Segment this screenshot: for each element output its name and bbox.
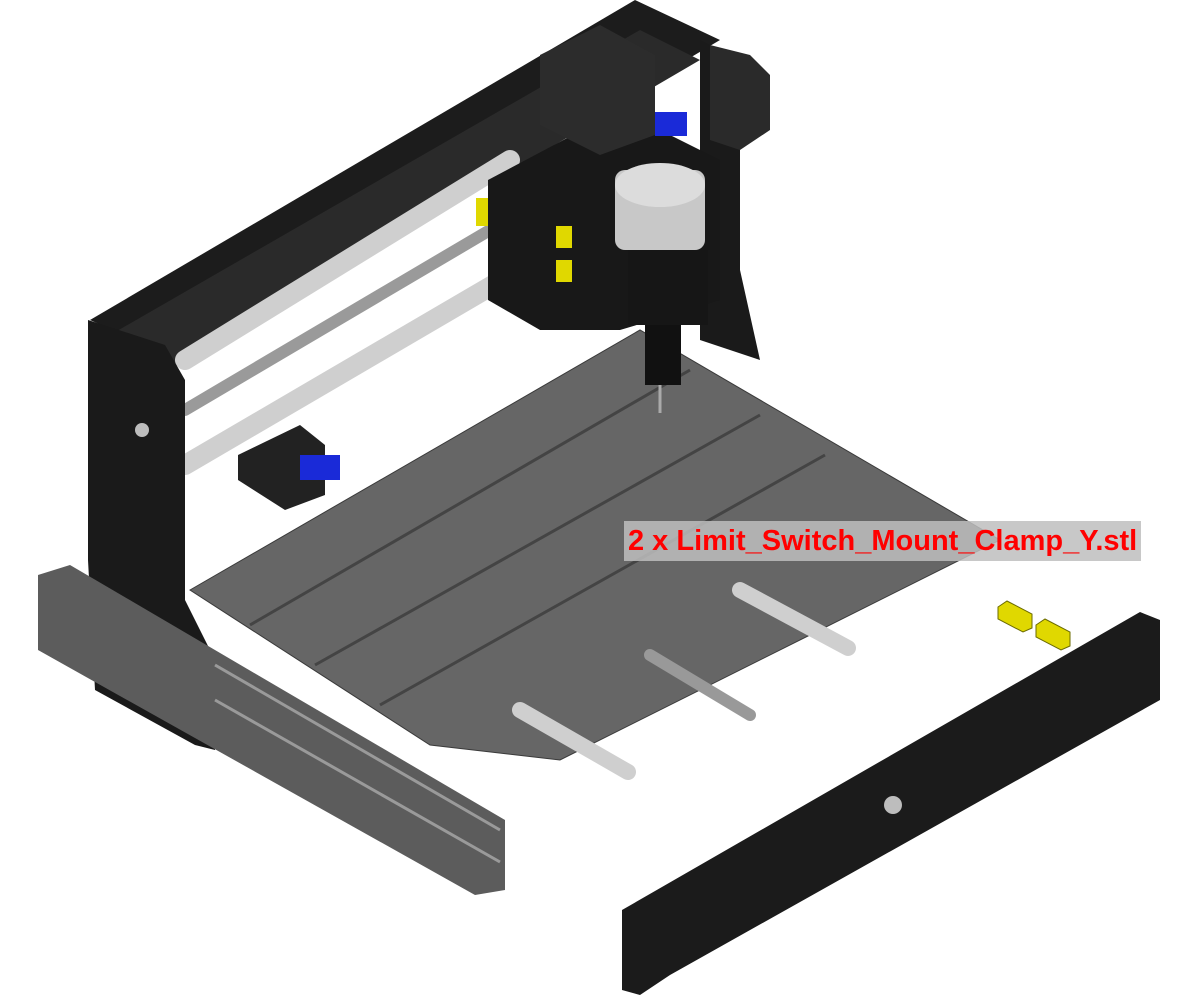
gantry-rods	[175, 150, 520, 475]
x-stepper-motor	[710, 45, 770, 150]
base-extrusion-left	[38, 565, 505, 895]
front-plate-bearing	[884, 796, 902, 814]
y-axis-rods	[512, 582, 856, 780]
part-annotation-label: 2 x Limit_Switch_Mount_Clamp_Y.stl	[624, 521, 1142, 561]
limit-switch-clamps	[997, 600, 1071, 651]
left-plate-bearing	[135, 423, 149, 437]
extrusion-slots	[214, 663, 501, 864]
work-bed	[189, 329, 1002, 761]
y-stepper-motor	[238, 425, 340, 510]
spindle-carriage	[476, 25, 720, 413]
